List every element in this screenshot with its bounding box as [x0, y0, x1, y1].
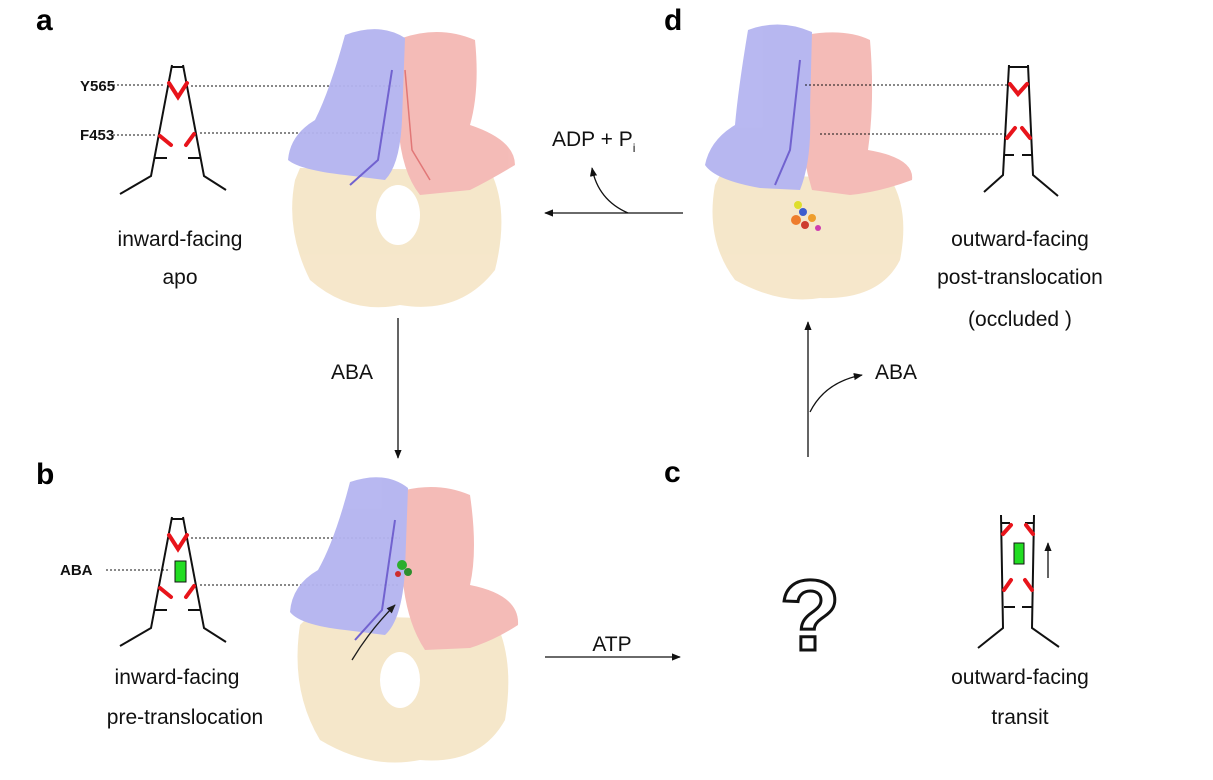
state-c-line1: outward-facing: [951, 666, 1089, 689]
schematic-b: [106, 516, 400, 647]
state-c-line2: transit: [991, 706, 1048, 729]
state-d-line2: post-translocation: [937, 266, 1103, 289]
protein-structure-b: [290, 477, 519, 763]
substrate-icon-c: [1013, 542, 1025, 565]
residue-label-f453: F453: [80, 127, 114, 144]
schematic-a: [113, 64, 400, 195]
aba-release-arrow: [809, 372, 863, 413]
panel-label-a: a: [36, 4, 53, 37]
panel-label-c: c: [664, 456, 681, 489]
adp-pi-release-arrow: [589, 167, 629, 214]
residue-label-y565: Y565: [80, 78, 115, 95]
panel-label-d: d: [664, 4, 682, 37]
protein-structure-a: [288, 29, 515, 308]
state-b-line2: pre-translocation: [107, 706, 263, 729]
substrate-icon-b: [174, 560, 187, 583]
protein-structure-d: [705, 24, 913, 300]
state-b-line1: inward-facing: [115, 666, 240, 689]
panel-label-b: b: [36, 458, 54, 491]
transition-label-aba-c-to-d: ABA: [875, 361, 917, 384]
unknown-structure-question-mark: ?: [779, 560, 840, 672]
ligand-label-aba: ABA: [60, 562, 93, 579]
state-d-line3: (occluded ): [968, 308, 1072, 331]
schematic-c: [977, 514, 1060, 649]
state-a-line1: inward-facing: [118, 228, 243, 251]
transition-label-aba-a-to-b: ABA: [331, 361, 373, 384]
schematic-d: [805, 64, 1059, 197]
adp-pi-main-text: ADP + P: [552, 128, 633, 151]
transition-label-atp: ATP: [592, 633, 631, 656]
adp-pi-subscript: i: [633, 141, 636, 155]
state-a-line2: apo: [162, 266, 197, 289]
state-d-line1: outward-facing: [951, 228, 1089, 251]
transition-label-adp-pi: ADP + Pi: [552, 128, 635, 155]
